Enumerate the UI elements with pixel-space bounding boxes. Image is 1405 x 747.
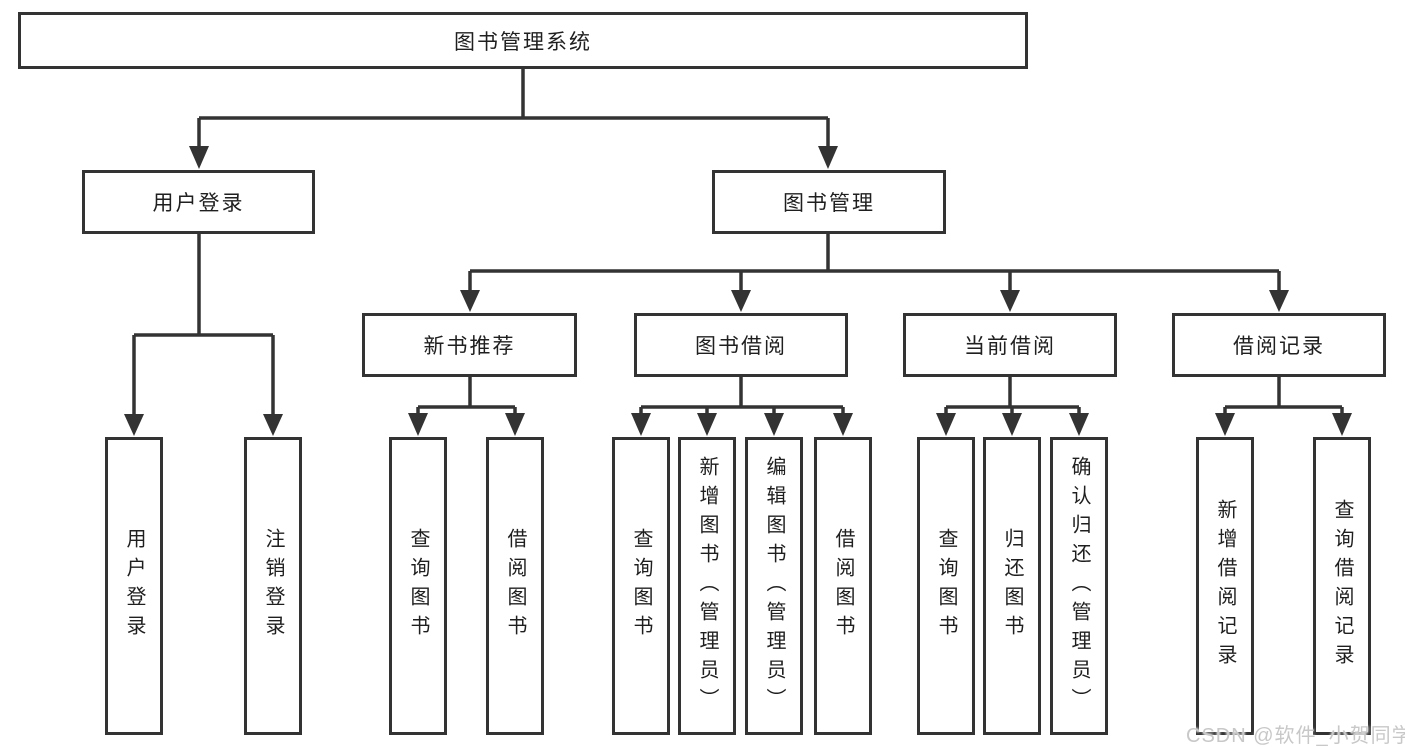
- csdn-watermark: CSDN @软件_小贺同学: [1186, 725, 1405, 747]
- arrowhead: [1069, 413, 1089, 436]
- arrowhead: [460, 290, 480, 312]
- leaf-borrow-books-borrowing: 借阅图书: [814, 437, 872, 735]
- connector-root-to-level1: [189, 69, 838, 169]
- leaf-query-books-recommend-label: 查询图书: [407, 528, 429, 644]
- arrowhead: [764, 413, 784, 436]
- connector-user-login-children: [124, 234, 283, 436]
- leaf-query-books-current: 查询图书: [917, 437, 975, 735]
- leaf-query-books-current-label: 查询图书: [935, 528, 957, 644]
- leaf-edit-book-admin-label: 编辑图书（管理员）: [763, 455, 785, 717]
- node-new-book-recommend-label: 新书推荐: [423, 335, 516, 358]
- arrowhead: [936, 413, 956, 436]
- arrowhead: [1002, 413, 1022, 436]
- leaf-add-borrow-record-label: 新增借阅记录: [1214, 499, 1236, 673]
- node-user-login-label: 用户登录: [152, 192, 245, 215]
- arrowhead: [833, 413, 853, 436]
- leaf-user-login: 用户登录: [105, 437, 163, 735]
- leaf-borrow-books-recommend: 借阅图书: [486, 437, 544, 735]
- arrowhead: [731, 290, 751, 312]
- node-root-label: 图书管理系统: [454, 30, 592, 54]
- node-current-borrowing-label: 当前借阅: [964, 335, 1056, 358]
- connector-new-book-recommend-children: [408, 377, 525, 436]
- leaf-confirm-return-admin-label: 确认归还（管理员）: [1068, 455, 1090, 717]
- leaf-query-books-borrowing: 查询图书: [612, 437, 670, 735]
- arrowhead: [818, 146, 838, 169]
- leaf-return-book-label: 归还图书: [1001, 528, 1023, 644]
- connector-book-borrowing-children: [631, 377, 853, 436]
- connector-book-management-children: [460, 234, 1289, 312]
- leaf-return-book: 归还图书: [983, 437, 1041, 735]
- leaf-add-book-admin: 新增图书（管理员）: [678, 437, 736, 735]
- leaf-borrow-books-recommend-label: 借阅图书: [504, 528, 526, 644]
- node-borrow-records: 借阅记录: [1172, 313, 1386, 377]
- node-user-login: 用户登录: [82, 170, 315, 234]
- node-borrow-records-label: 借阅记录: [1233, 335, 1325, 358]
- leaf-add-borrow-record: 新增借阅记录: [1196, 437, 1254, 735]
- arrowhead: [697, 413, 717, 436]
- arrowhead: [1000, 290, 1020, 312]
- leaf-confirm-return-admin: 确认归还（管理员）: [1050, 437, 1108, 735]
- leaf-query-borrow-record-label: 查询借阅记录: [1331, 499, 1353, 673]
- arrowhead: [124, 414, 144, 436]
- leaf-add-book-admin-label: 新增图书（管理员）: [696, 455, 718, 717]
- leaf-query-books-recommend: 查询图书: [389, 437, 447, 735]
- node-new-book-recommend: 新书推荐: [362, 313, 577, 377]
- node-book-management: 图书管理: [712, 170, 946, 234]
- leaf-query-books-borrowing-label: 查询图书: [630, 528, 652, 644]
- node-book-borrowing: 图书借阅: [634, 313, 848, 377]
- arrowhead: [631, 413, 651, 436]
- connector-current-borrowing-children: [936, 377, 1089, 436]
- arrowhead: [1215, 413, 1235, 436]
- arrowhead: [1269, 290, 1289, 312]
- arrowhead: [505, 413, 525, 436]
- arrowhead: [408, 413, 428, 436]
- node-root-system: 图书管理系统: [18, 12, 1028, 69]
- leaf-user-login-label: 用户登录: [123, 528, 145, 644]
- leaf-borrow-books-borrowing-label: 借阅图书: [832, 528, 854, 644]
- arrowhead: [263, 414, 283, 436]
- node-book-management-label: 图书管理: [783, 192, 875, 215]
- leaf-logout: 注销登录: [244, 437, 302, 735]
- node-book-borrowing-label: 图书借阅: [695, 335, 787, 358]
- leaf-logout-label: 注销登录: [262, 528, 284, 644]
- leaf-edit-book-admin: 编辑图书（管理员）: [745, 437, 803, 735]
- node-current-borrowing: 当前借阅: [903, 313, 1117, 377]
- arrowhead: [189, 146, 209, 169]
- leaf-query-borrow-record: 查询借阅记录: [1313, 437, 1371, 735]
- arrowhead: [1332, 413, 1352, 436]
- connector-borrow-records-children: [1215, 377, 1352, 436]
